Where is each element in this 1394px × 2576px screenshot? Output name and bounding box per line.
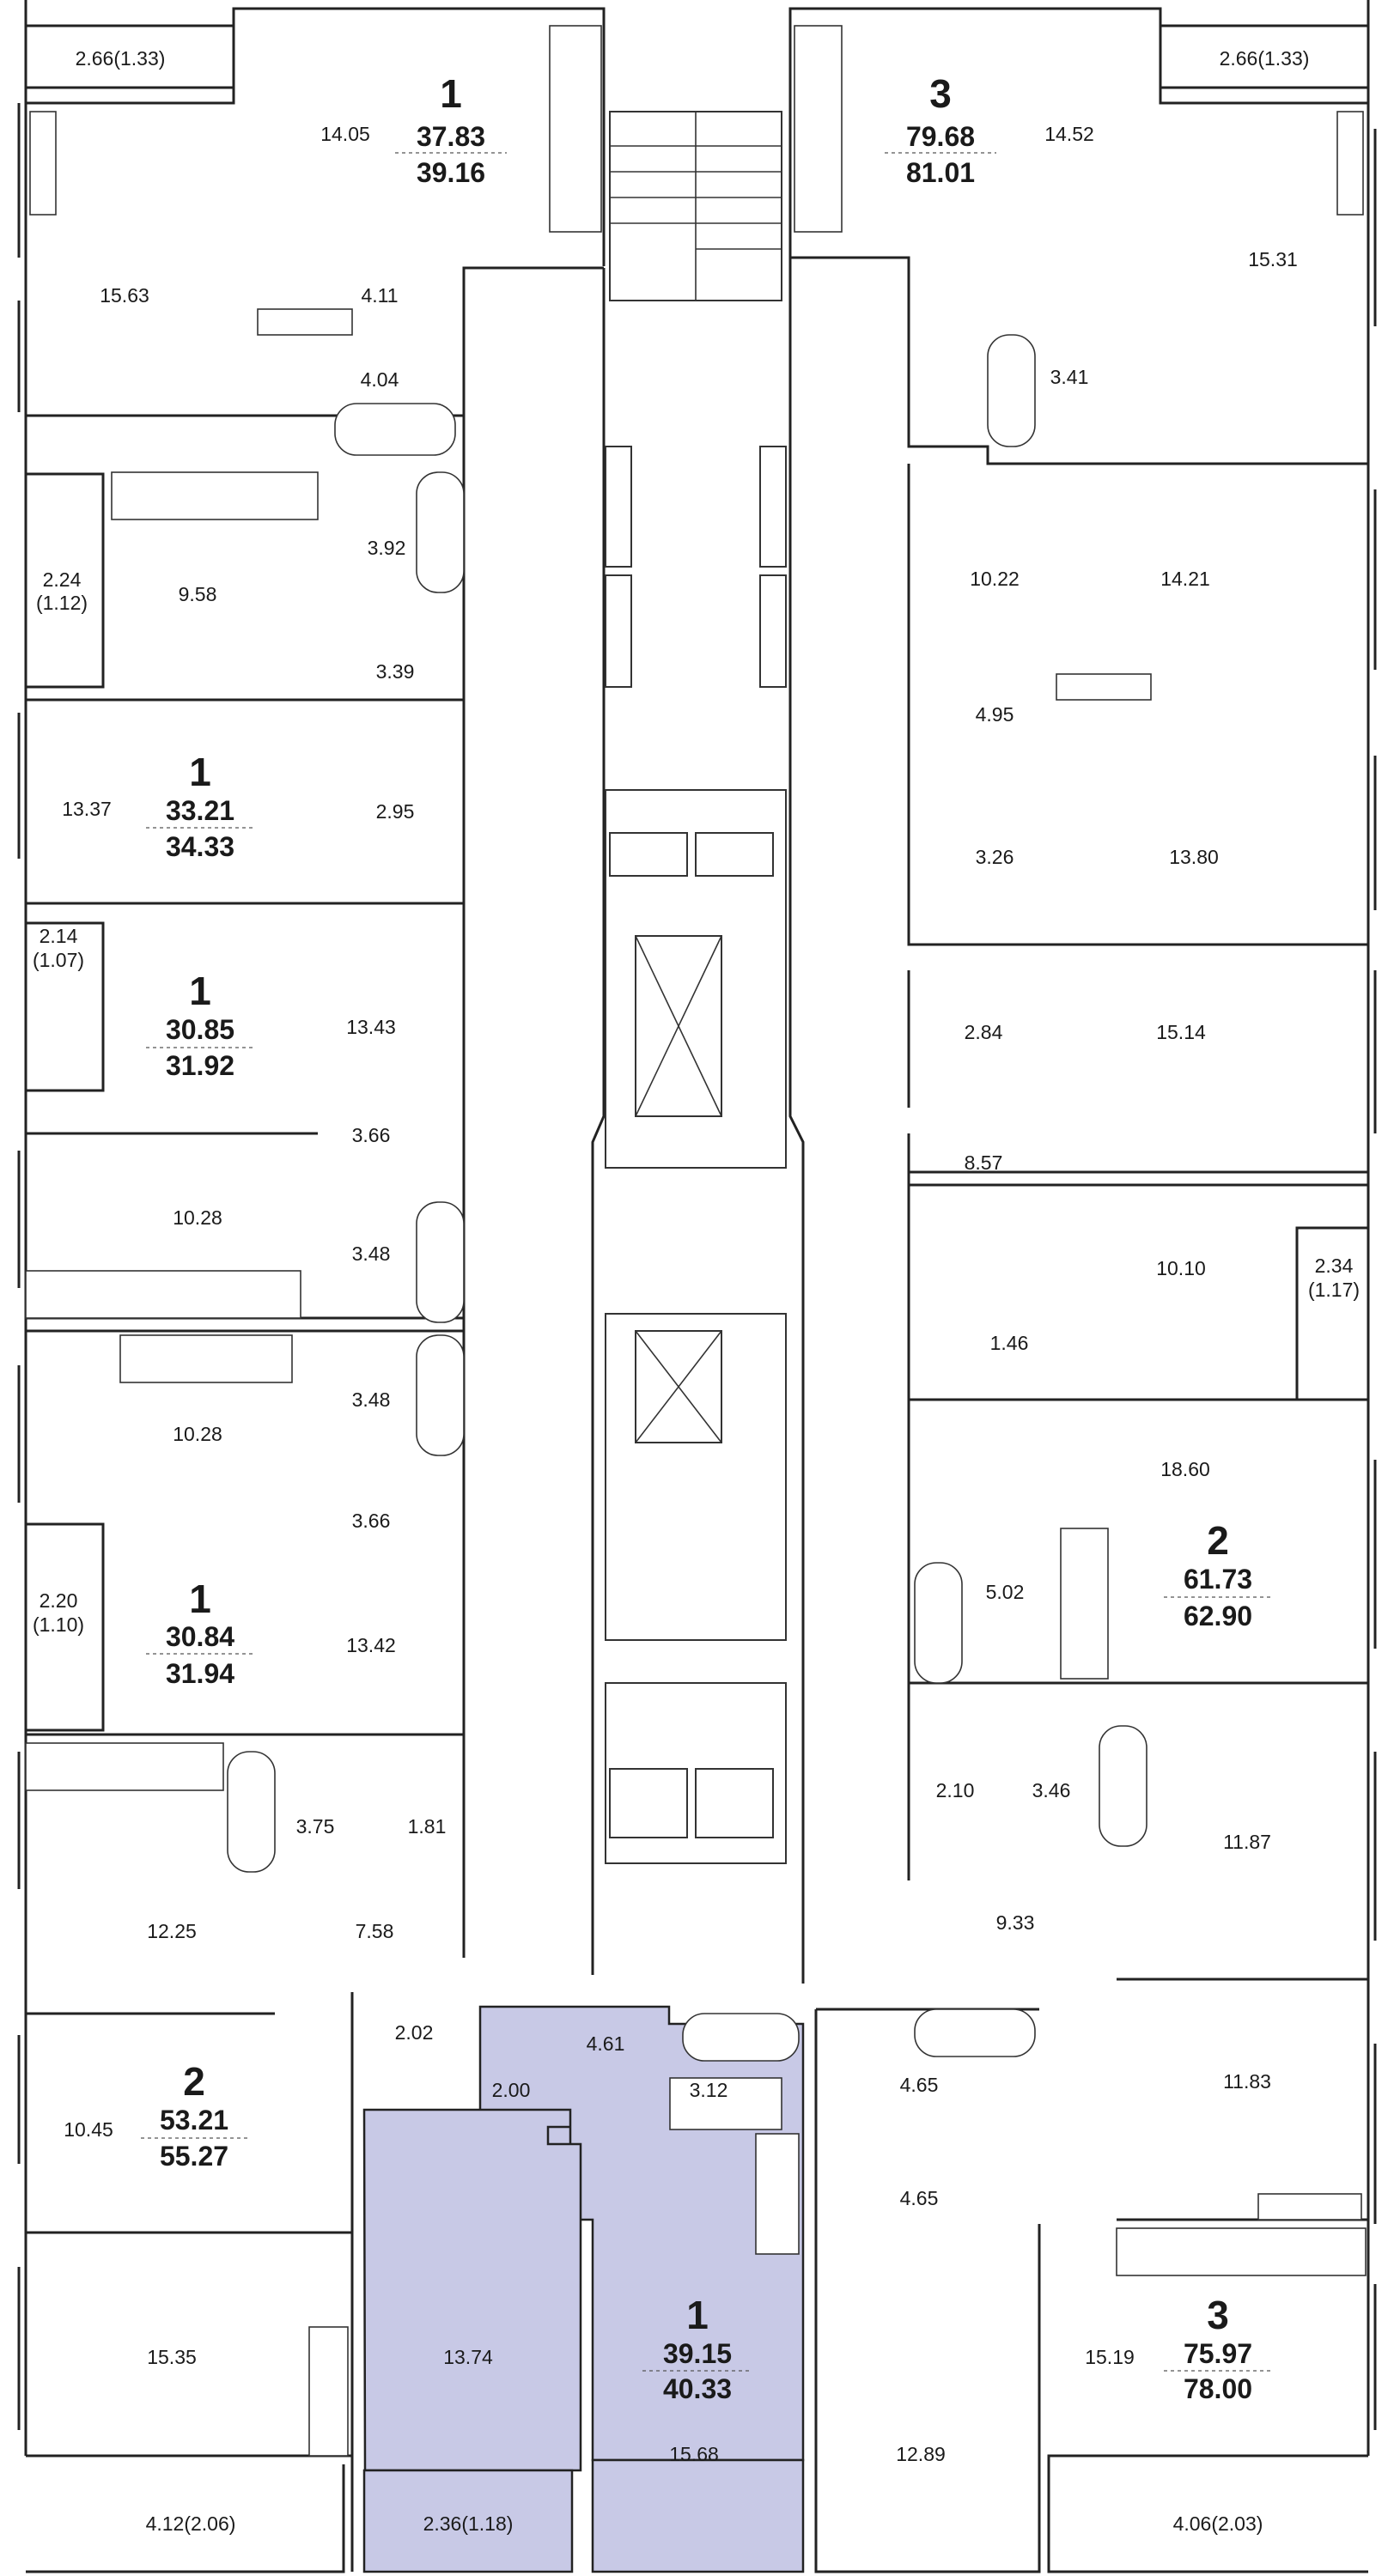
room-area-label: 1.46 <box>990 1332 1029 1354</box>
room-area-label: 3.12 <box>690 2079 728 2101</box>
apt-total-area: 81.01 <box>906 157 975 188</box>
room-area-label: 3.48 <box>352 1242 391 1265</box>
room-area-label: 14.21 <box>1160 568 1210 590</box>
apt-total-area: 31.92 <box>166 1050 234 1081</box>
apt-total-area: 31.94 <box>166 1658 234 1689</box>
room-area-label: 11.83 <box>1223 2070 1271 2093</box>
apt-living-area: 37.83 <box>417 121 485 152</box>
balcony-area-label: (1.17) <box>1308 1279 1360 1301</box>
room-area-label: 10.28 <box>173 1206 222 1229</box>
balcony-area-label: 2.36(1.18) <box>423 2512 514 2535</box>
room-area-label: 5.02 <box>986 1581 1025 1603</box>
apt-rooms-count: 3 <box>1207 2293 1229 2337</box>
apt-rooms-count: 3 <box>929 71 952 116</box>
room-area-label: 3.75 <box>296 1815 335 1838</box>
apt-living-area: 53.21 <box>160 2105 228 2136</box>
room-area-label: 2.02 <box>395 2021 434 2044</box>
room-area-label: 12.25 <box>147 1920 197 1942</box>
apt-living-area: 33.21 <box>166 795 234 826</box>
apt-living-area: 30.84 <box>166 1621 234 1652</box>
room-area-label: 13.37 <box>62 798 112 820</box>
room-area-label: 15.19 <box>1085 2346 1135 2368</box>
room-area-label: 9.33 <box>996 1911 1035 1934</box>
room-area-label: 3.41 <box>1050 366 1089 388</box>
balcony-area-label: 2.20 <box>40 1589 78 1612</box>
room-area-label: 15.31 <box>1248 248 1298 270</box>
room-area-label: 3.48 <box>352 1388 391 1411</box>
room-area-label: 4.95 <box>976 703 1014 726</box>
room-area-label: 4.61 <box>587 2032 625 2055</box>
room-area-label: 3.26 <box>976 846 1014 868</box>
room-area-label: 8.57 <box>965 1151 1003 1174</box>
stair-core <box>605 111 787 1864</box>
room-area-label: 3.92 <box>368 537 406 559</box>
balcony-area-label: 2.34 <box>1315 1255 1354 1277</box>
room-area-label: 9.58 <box>179 583 217 605</box>
room-area-label: 7.58 <box>356 1920 394 1942</box>
room-area-label: 2.84 <box>965 1021 1003 1043</box>
room-area-label: 2.10 <box>936 1779 975 1801</box>
apt-living-area: 75.97 <box>1184 2338 1252 2369</box>
apt-rooms-count: 1 <box>189 969 211 1013</box>
apt-living-area: 30.85 <box>166 1014 234 1045</box>
balcony-area-label: 2.24 <box>43 568 82 591</box>
room-labels: 1 37.83 39.16 3 79.68 81.01 1 33.21 34.3… <box>33 47 1360 2535</box>
balcony-area-label: (1.12) <box>36 592 88 614</box>
room-area-label: 3.39 <box>376 660 415 683</box>
apt-total-area: 39.16 <box>417 157 485 188</box>
room-area-label: 3.46 <box>1032 1779 1071 1801</box>
apt-total-area: 62.90 <box>1184 1601 1252 1631</box>
room-area-label: 4.11 <box>361 284 398 307</box>
room-area-label: 4.65 <box>900 2074 939 2096</box>
room-area-label: 10.45 <box>64 2118 113 2141</box>
apt-living-area: 39.15 <box>663 2338 732 2369</box>
room-area-label: 15.68 <box>669 2443 719 2465</box>
room-area-label: 13.74 <box>443 2346 493 2368</box>
room-area-label: 4.65 <box>900 2187 939 2209</box>
room-area-label: 1.81 <box>408 1815 447 1838</box>
room-area-label: 10.28 <box>173 1423 222 1445</box>
room-area-label: 15.35 <box>147 2346 197 2368</box>
balcony-area-label: (1.07) <box>33 949 84 971</box>
area-dividers <box>141 152 1273 2372</box>
room-area-label: 2.95 <box>376 800 415 823</box>
apt-total-area: 34.33 <box>166 831 234 862</box>
balcony-area-label: 2.14 <box>40 925 78 947</box>
balcony-area-label: 4.12(2.06) <box>146 2512 236 2535</box>
room-area-label: 15.14 <box>1156 1021 1206 1043</box>
fixtures <box>25 25 1367 2457</box>
balcony-area-label: 4.06(2.03) <box>1173 2512 1263 2535</box>
apt-total-area: 55.27 <box>160 2141 228 2172</box>
room-area-label: 13.80 <box>1169 846 1219 868</box>
room-area-label: 13.42 <box>346 1634 396 1656</box>
balcony-area-label: 2.66(1.33) <box>76 47 166 70</box>
room-area-label: 10.22 <box>970 568 1020 590</box>
room-area-label: 3.66 <box>352 1510 391 1532</box>
apt-rooms-count: 1 <box>189 1577 211 1621</box>
apt-rooms-count: 2 <box>183 2059 205 2104</box>
room-area-label: 4.04 <box>361 368 399 391</box>
room-area-label: 14.05 <box>320 123 370 145</box>
room-area-label: 14.52 <box>1044 123 1094 145</box>
room-area-label: 18.60 <box>1160 1458 1210 1480</box>
room-area-label: 10.10 <box>1156 1257 1206 1279</box>
apt-total-area: 78.00 <box>1184 2373 1252 2404</box>
apt-rooms-count: 1 <box>686 2293 709 2337</box>
room-area-label: 15.63 <box>100 284 149 307</box>
apt-living-area: 61.73 <box>1184 1564 1252 1595</box>
room-area-label: 12.89 <box>896 2443 946 2465</box>
apt-rooms-count: 1 <box>189 750 211 794</box>
apt-rooms-count: 2 <box>1207 1518 1229 1563</box>
room-area-label: 11.87 <box>1223 1831 1271 1853</box>
room-area-label: 2.00 <box>492 2079 531 2101</box>
balcony-area-label: 2.66(1.33) <box>1220 47 1310 70</box>
room-area-label: 13.43 <box>346 1016 396 1038</box>
apt-rooms-count: 1 <box>440 71 462 116</box>
room-area-label: 3.66 <box>352 1124 391 1146</box>
balcony-area-label: (1.10) <box>33 1613 84 1636</box>
apt-total-area: 40.33 <box>663 2373 732 2404</box>
apt-living-area: 79.68 <box>906 121 975 152</box>
